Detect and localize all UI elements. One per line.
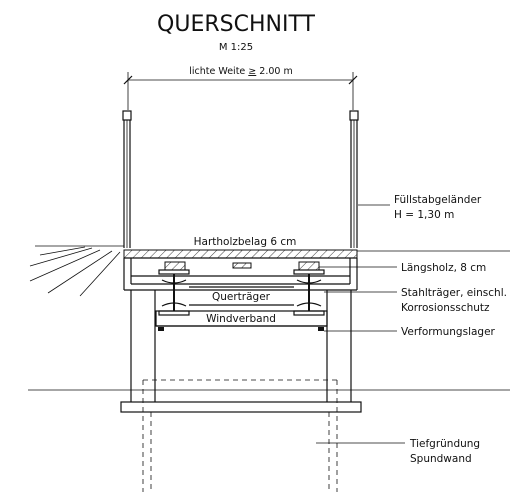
railing-left bbox=[122, 110, 132, 248]
steel-beam-label: Stahlträger, einschl. Korrosionsschutz bbox=[401, 287, 510, 314]
clear-width-label: lichte Weite ≥ 2.00 m bbox=[189, 66, 292, 77]
foundation-footing bbox=[120, 401, 362, 413]
longitudinal-timbers bbox=[164, 261, 320, 271]
drawing-title: QUERSCHNITT bbox=[157, 12, 315, 37]
embankment-slope bbox=[29, 245, 124, 297]
deck-label: Hartholzbelag 6 cm bbox=[194, 236, 297, 248]
deck-frame bbox=[123, 257, 358, 291]
foundation-label: Tiefgründung Spundwand bbox=[409, 438, 483, 465]
clear-width-dimension: lichte Weite ≥ 2.00 m bbox=[123, 66, 358, 110]
leader-lines bbox=[316, 204, 405, 444]
bracing-label: Windverband bbox=[206, 313, 276, 325]
railing-right bbox=[349, 110, 359, 248]
abutment-walls bbox=[130, 290, 352, 402]
crossbeam bbox=[189, 286, 294, 306]
bearings bbox=[158, 327, 324, 331]
crossbeam-label: Querträger bbox=[212, 291, 271, 303]
bearing-label: Verformungslager bbox=[401, 326, 496, 338]
railing-label: Füllstabgeländer H = 1,30 m bbox=[394, 194, 485, 221]
steel-beam-left bbox=[158, 269, 190, 316]
scale-label: M 1:25 bbox=[219, 42, 253, 53]
sheet-piling bbox=[142, 379, 338, 492]
longitudinal-timber-label: Längsholz, 8 cm bbox=[401, 262, 486, 274]
deck-hardwood bbox=[123, 249, 358, 259]
steel-beam-right bbox=[293, 269, 325, 316]
